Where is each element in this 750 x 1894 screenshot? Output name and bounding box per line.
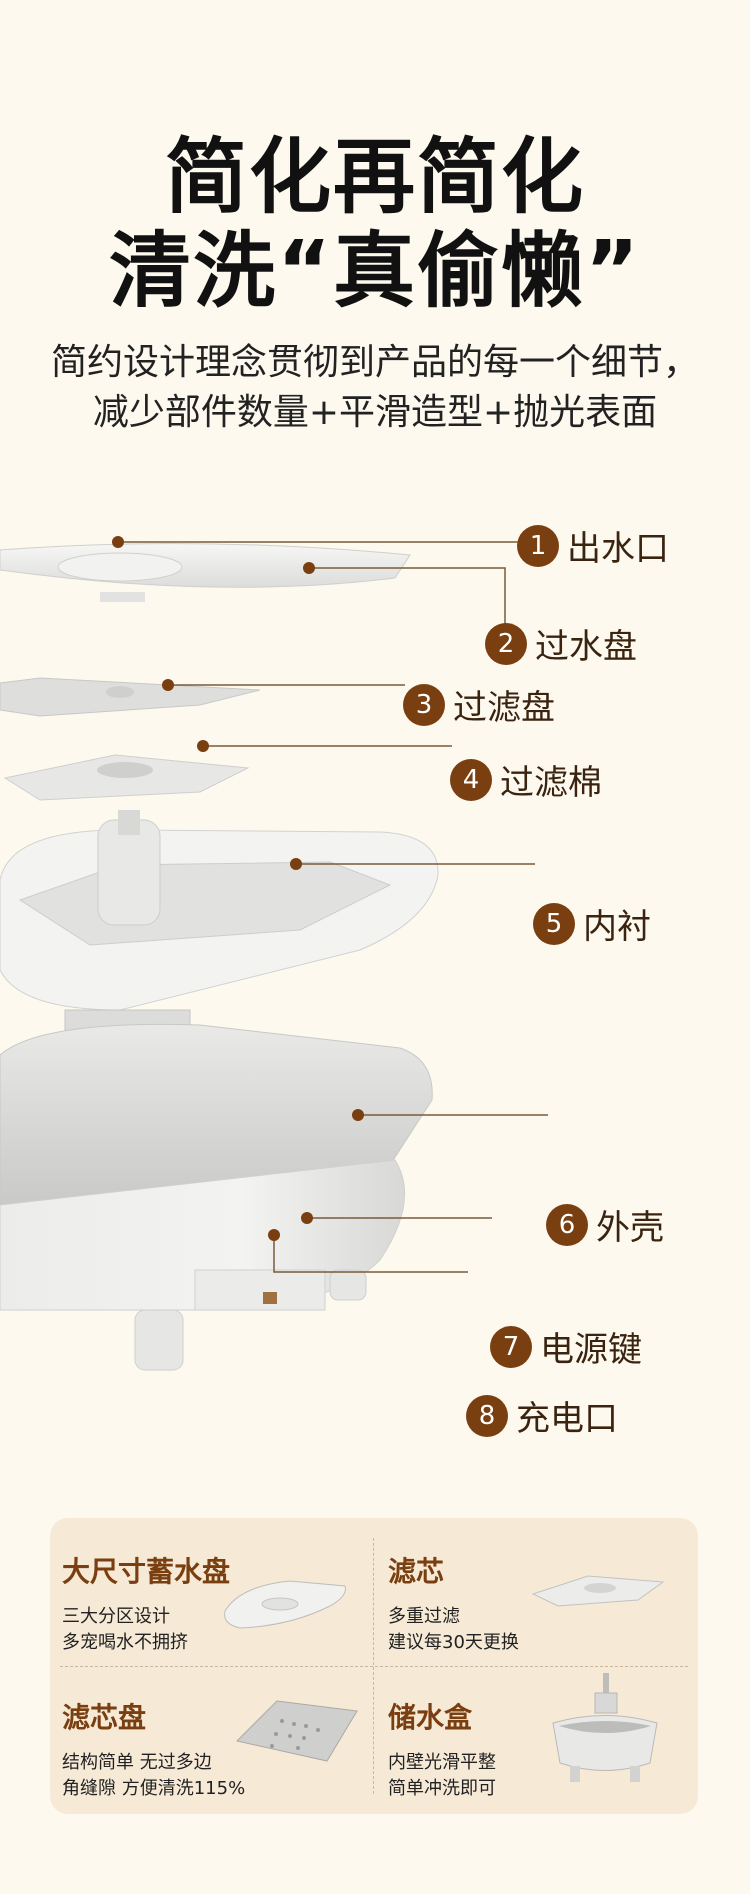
callout-filter-tray: 3 过滤盘 [403, 680, 555, 729]
water-box-image [552, 1673, 658, 1782]
callout-outer-shell: 6 外壳 [546, 1200, 664, 1249]
outer-shell-part [0, 1023, 433, 1371]
callout-water-tray: 2 过水盘 [485, 619, 637, 668]
callout-label: 过滤棉 [500, 763, 602, 803]
callout-number: 2 [485, 622, 527, 665]
reservoir-tray-image [224, 1580, 346, 1629]
callout-number: 4 [450, 758, 492, 801]
feature-desc-1: 三大分区设计 [62, 1606, 170, 1627]
feature-desc-1: 多重过滤 [388, 1606, 460, 1627]
feature-title: 滤芯盘 [62, 1701, 147, 1734]
title-line-2: 清洗“真偷懒” [109, 224, 641, 319]
callout-label: 出水口 [567, 529, 669, 569]
feature-desc-2: 多宠喝水不拥挤 [62, 1632, 188, 1653]
filter-cotton-part [3, 754, 250, 801]
callout-label: 内衬 [583, 907, 651, 947]
feature-desc-1: 结构简单 无过多边 [62, 1752, 212, 1773]
callout-power-button: 7 电源键 [490, 1322, 642, 1371]
feature-panel: 大尺寸蓄水盘 三大分区设计 多宠喝水不拥挤 滤芯 多重过滤 建议每30天更换 滤… [50, 1518, 698, 1814]
feature-desc-2: 简单冲洗即可 [388, 1778, 496, 1799]
feature-cell-reservoir: 大尺寸蓄水盘 三大分区设计 多宠喝水不拥挤 [62, 1550, 230, 1656]
feature-desc-2: 建议每30天更换 [388, 1632, 519, 1653]
feature-title: 大尺寸蓄水盘 [62, 1555, 231, 1588]
callout-inner-liner: 5 内衬 [533, 899, 651, 948]
feature-cell-filter-tray: 滤芯盘 结构简单 无过多边 角缝隙 方便清洗115% [62, 1696, 245, 1802]
subtitle-line-1: 简约设计理念贯彻到产品的每一个细节， [50, 342, 699, 383]
feature-cell-filter: 滤芯 多重过滤 建议每30天更换 [388, 1550, 519, 1656]
feature-title: 滤芯 [388, 1555, 445, 1588]
title-line-1: 简化再简化 [164, 130, 585, 225]
callout-filter-cotton: 4 过滤棉 [450, 755, 602, 804]
callout-label: 电源键 [540, 1330, 642, 1370]
callout-outlet: 1 出水口 [517, 521, 669, 570]
callout-label: 过滤盘 [453, 688, 555, 728]
callout-label: 过水盘 [535, 627, 637, 667]
callout-number: 5 [533, 902, 575, 945]
filter-tray-part [0, 677, 261, 717]
feature-desc-1: 内壁光滑平整 [388, 1752, 496, 1773]
filter-tray-image [236, 1700, 358, 1762]
feature-cell-water-box: 储水盒 内壁光滑平整 简单冲洗即可 [388, 1696, 496, 1802]
subtitle-line-2: 减少部件数量+平滑造型+抛光表面 [92, 392, 658, 433]
feature-title: 储水盒 [388, 1701, 473, 1734]
feature-desc-2: 角缝隙 方便清洗115% [62, 1778, 246, 1799]
callout-number: 7 [490, 1325, 532, 1368]
leader-lines [118, 541, 548, 1273]
callout-number: 3 [403, 683, 445, 726]
callout-label: 充电口 [516, 1399, 618, 1439]
callout-charge-port: 8 充电口 [466, 1391, 618, 1440]
callout-number: 1 [517, 524, 559, 567]
panel-divider-horizontal [60, 1666, 688, 1667]
water-tray-part [0, 543, 411, 602]
callout-number: 8 [466, 1394, 508, 1437]
callout-number: 6 [546, 1203, 588, 1246]
inner-liner-part [0, 810, 439, 1011]
filter-image [531, 1575, 665, 1607]
leader-dots [112, 536, 364, 1241]
exploded-product-diagram [0, 536, 548, 1371]
callout-label: 外壳 [596, 1208, 664, 1248]
